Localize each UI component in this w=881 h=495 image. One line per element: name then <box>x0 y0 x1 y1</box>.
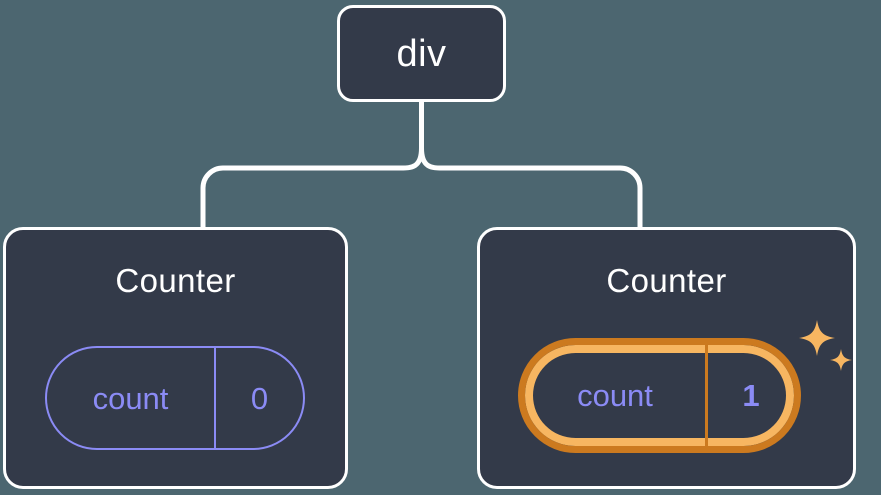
state-pill-right-value: 1 <box>705 345 794 446</box>
state-pill-right-wrapper: count 1 <box>518 338 801 453</box>
state-pill-left-key: count <box>92 380 169 416</box>
state-pill-left-value: 0 <box>214 348 303 448</box>
state-pill-left[interactable]: count 0 <box>45 346 305 450</box>
node-div[interactable]: div <box>337 5 506 102</box>
connector-branch-left <box>200 145 424 230</box>
state-pill-right[interactable]: count 1 <box>518 338 801 453</box>
state-pill-right-key: count <box>577 378 653 413</box>
node-counter-right-title: Counter <box>606 262 727 299</box>
state-pill-left-wrapper: count 0 <box>45 346 305 450</box>
node-counter-left-title: Counter <box>115 262 236 299</box>
connector-branch-right <box>419 145 643 230</box>
node-div-label: div <box>396 32 447 75</box>
